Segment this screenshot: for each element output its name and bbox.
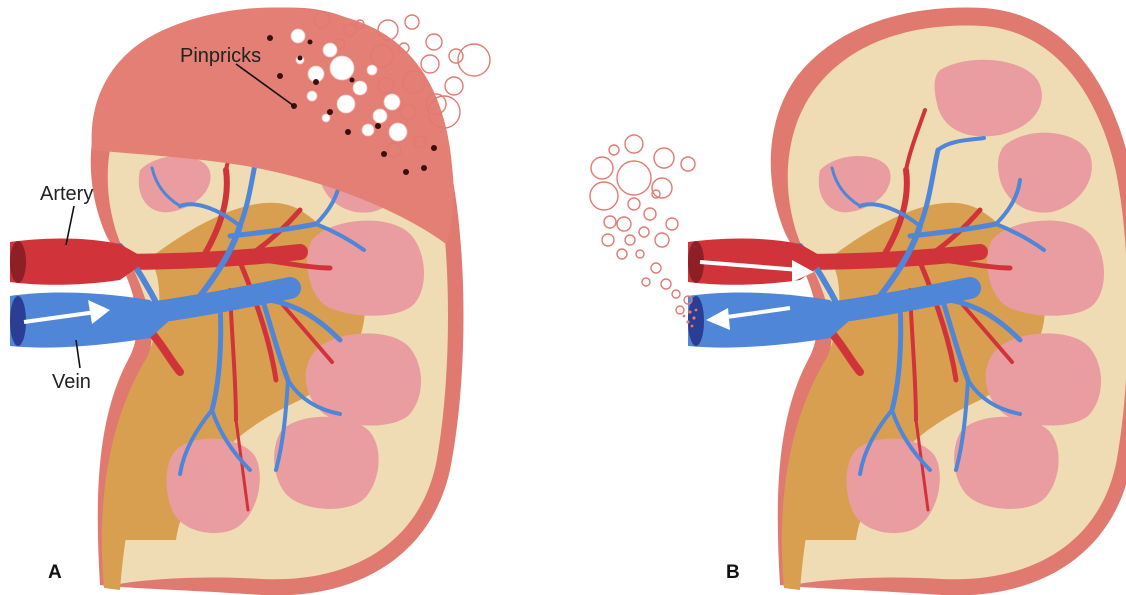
artery-label: Artery	[40, 183, 93, 205]
panel-a-label: A	[48, 562, 62, 583]
pinpricks-label: Pinpricks	[180, 45, 261, 67]
vein-label: Vein	[52, 371, 91, 393]
bubble-cluster	[590, 135, 695, 314]
panel-b: B	[590, 8, 1126, 595]
panel-a: Pinpricks Artery Vein A	[10, 8, 490, 595]
panel-b-label: B	[726, 562, 740, 583]
